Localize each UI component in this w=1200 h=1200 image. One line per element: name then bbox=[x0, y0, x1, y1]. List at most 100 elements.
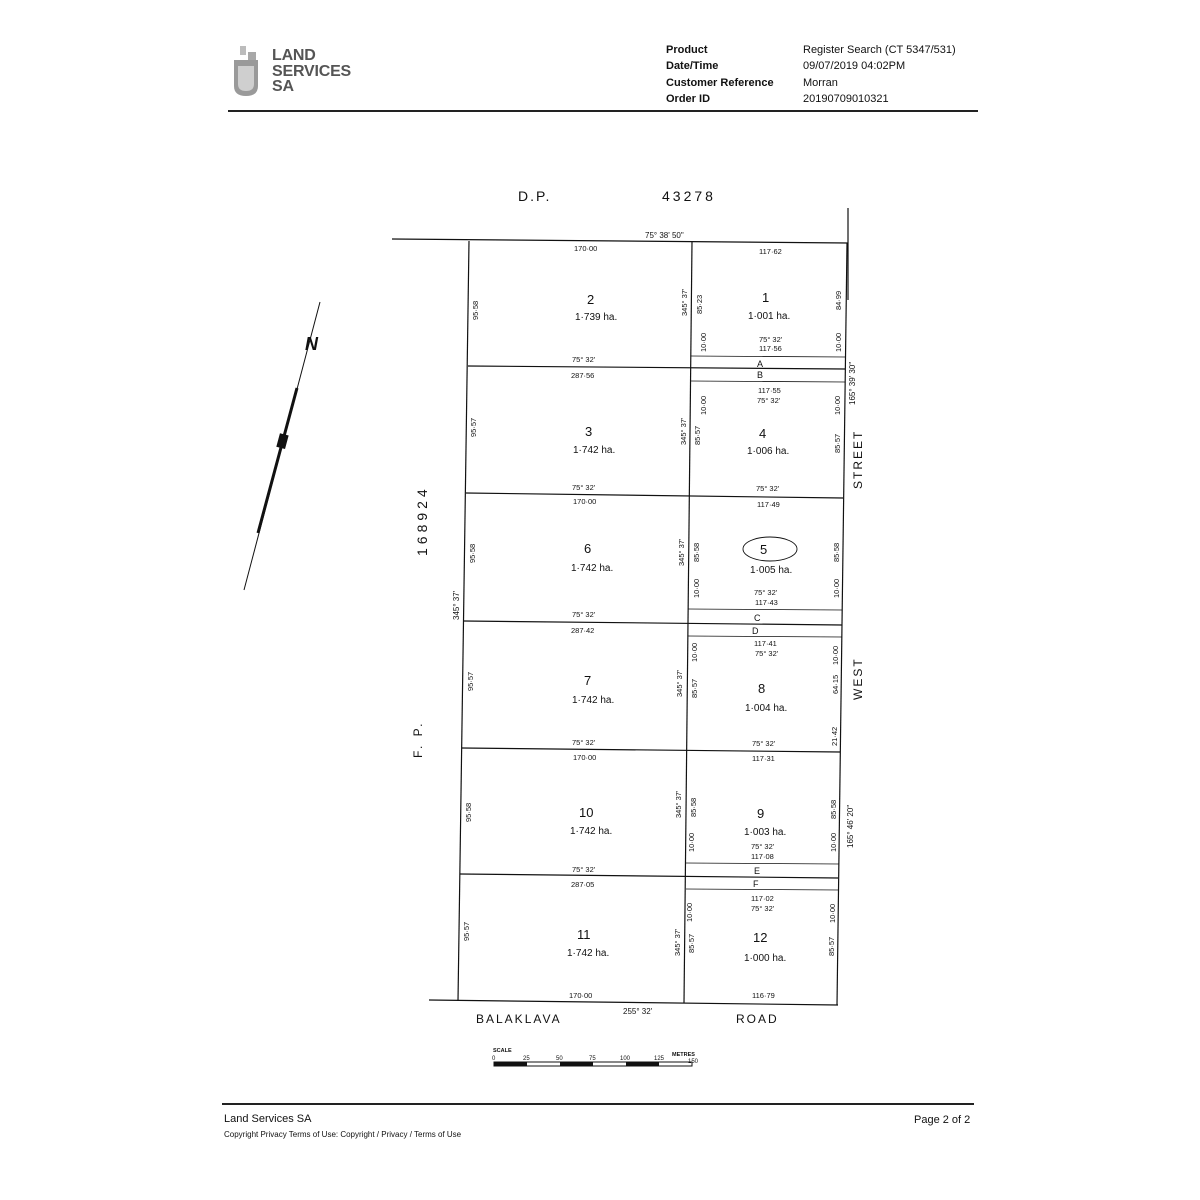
allotment-area: 1·001 ha. bbox=[748, 311, 790, 322]
easement-width: 10·00 bbox=[833, 396, 842, 415]
allotment-area: 1·000 ha. bbox=[744, 953, 786, 964]
meta-row-customer-reference: Customer Reference Morran bbox=[666, 75, 956, 91]
street-bearing-top: 165° 39' 30" bbox=[848, 362, 857, 405]
bearing-label: 345° 37' bbox=[680, 288, 689, 316]
meta-value: Register Search (CT 5347/531) bbox=[803, 44, 956, 56]
scale-tick: 100 bbox=[620, 1056, 631, 1062]
west-bearing: 345° 37' bbox=[452, 590, 461, 620]
dim-label: 117·56 bbox=[759, 344, 782, 353]
dim-label: 287·42 bbox=[571, 626, 594, 635]
bearing-label: 75° 32' bbox=[756, 484, 780, 493]
bearing-label: 75° 32' bbox=[572, 865, 596, 874]
bearing-label: 75° 32' bbox=[572, 610, 596, 619]
dim-label: 117·55 bbox=[758, 386, 781, 395]
dim-label: 85·23 bbox=[695, 295, 704, 314]
easement-width: 10·00 bbox=[692, 579, 701, 598]
dim-label: 85·58 bbox=[689, 798, 698, 817]
meta-value: Morran bbox=[803, 76, 838, 89]
easement-width: 10·00 bbox=[699, 396, 708, 415]
north-arrow-icon: N bbox=[243, 301, 321, 591]
easement-letter: F bbox=[753, 879, 759, 889]
footer-rule bbox=[222, 1103, 974, 1105]
dim-label: 287·05 bbox=[571, 880, 594, 889]
dp-label: D.P. bbox=[518, 188, 551, 204]
easement-width: 10·00 bbox=[834, 333, 843, 352]
allotment-number: 11 bbox=[577, 927, 591, 942]
order-details: Product Register Search (CT 5347/531) Da… bbox=[666, 42, 956, 107]
dim-label: 85·58 bbox=[692, 543, 701, 562]
logo-text: LAND SERVICES SA bbox=[272, 48, 351, 95]
dim-label: 117·31 bbox=[752, 754, 775, 763]
easement-width: 10·00 bbox=[687, 833, 696, 852]
dim-label: 21·42 bbox=[830, 727, 839, 746]
easement-width: 10·00 bbox=[828, 904, 837, 923]
meta-label: Product bbox=[666, 44, 708, 56]
logo-line: LAND bbox=[272, 47, 316, 64]
easement-strips bbox=[685, 355, 846, 891]
boundary-lines bbox=[391, 208, 849, 1006]
horizontal-dimensions: 170·00 117·62 75° 32' 287·56 75° 32' 170… bbox=[569, 244, 783, 1000]
vertical-dimensions: 95·58 95·57 95·58 95·57 95·58 95·57 345°… bbox=[462, 288, 843, 956]
page-indicator: Page 2 of 2 bbox=[914, 1114, 971, 1126]
dim-label: 117·08 bbox=[751, 852, 774, 861]
easement-letter: D bbox=[752, 626, 759, 636]
meta-row-product: Product Register Search (CT 5347/531) bbox=[666, 42, 956, 58]
meta-label: Customer Reference bbox=[666, 76, 774, 89]
bearing-label: 75° 32' bbox=[755, 649, 779, 658]
land-services-logo: LAND SERVICES SA bbox=[232, 44, 372, 100]
easement-letter: E bbox=[754, 866, 760, 876]
dim-label: 85·57 bbox=[687, 934, 696, 953]
road-bearing: 255° 32' bbox=[623, 1007, 653, 1016]
footer-legal-links[interactable]: Copyright Privacy Terms of Use: Copyrigh… bbox=[224, 1130, 462, 1139]
dim-label: 287·56 bbox=[571, 371, 594, 380]
dim-label: 95·58 bbox=[468, 544, 477, 563]
bearing-label: 75° 32' bbox=[752, 739, 776, 748]
dim-label: 95·57 bbox=[466, 672, 475, 691]
bearing-label: 75° 32' bbox=[572, 355, 596, 364]
easement-width: 10·00 bbox=[829, 833, 838, 852]
dim-label: 170·00 bbox=[574, 244, 597, 253]
dim-label: 85·57 bbox=[827, 937, 836, 956]
bearing-label: 345° 37' bbox=[677, 538, 686, 566]
bearing-label: 75° 32' bbox=[754, 588, 778, 597]
dim-label: 85·57 bbox=[693, 426, 702, 445]
dim-label: 95·57 bbox=[469, 418, 478, 437]
allotment-labels: 2 1·739 ha. 1 1·001 ha. 3 1·742 ha. 4 1·… bbox=[567, 290, 798, 964]
scale-tick: 150 bbox=[688, 1059, 699, 1065]
bearing-label: 345° 37' bbox=[675, 669, 684, 697]
fp-label: F. P. bbox=[411, 721, 425, 758]
logo-line: SA bbox=[272, 78, 294, 95]
allotment-number: 2 bbox=[587, 292, 594, 307]
dim-label: 95·58 bbox=[464, 803, 473, 822]
street-label: STREET bbox=[851, 430, 865, 489]
meta-row-datetime: Date/Time 09/07/2019 04:02PM bbox=[666, 58, 956, 74]
meta-value: 09/07/2019 04:02PM bbox=[803, 60, 906, 73]
header-rule bbox=[228, 110, 978, 112]
scale-tick: 50 bbox=[556, 1056, 563, 1062]
dim-label: 95·57 bbox=[462, 922, 471, 941]
meta-row-order-id: Order ID 20190709010321 bbox=[666, 91, 956, 107]
meta-value: 20190709010321 bbox=[803, 92, 889, 105]
dim-label: 95·58 bbox=[471, 301, 480, 320]
scale-tick: 75 bbox=[589, 1056, 596, 1062]
allotment-area: 1·742 ha. bbox=[567, 948, 609, 959]
bearing-label: 75° 32' bbox=[751, 904, 775, 913]
allotment-area: 1·742 ha. bbox=[572, 695, 614, 706]
scale-unit: METRES bbox=[672, 1052, 695, 1058]
dp-number: 43278 bbox=[662, 188, 716, 204]
allotment-number: 7 bbox=[584, 673, 591, 688]
bearing-label: 345° 37' bbox=[673, 928, 682, 956]
allotment-number: 4 bbox=[759, 426, 766, 441]
bearing-label: 75° 32' bbox=[572, 483, 596, 492]
allotment-area: 1·742 ha. bbox=[570, 826, 612, 837]
scale-tick: 125 bbox=[654, 1056, 665, 1062]
dim-label: 117·02 bbox=[751, 894, 774, 903]
dim-label: 117·49 bbox=[757, 500, 780, 509]
bearing-label: 75° 32' bbox=[572, 738, 596, 747]
allotment-area: 1·003 ha. bbox=[744, 827, 786, 838]
allotment-number: 1 bbox=[762, 290, 769, 305]
allotment-number: 3 bbox=[585, 424, 592, 439]
footer-organisation: Land Services SA bbox=[224, 1113, 312, 1125]
meta-label: Order ID bbox=[666, 92, 711, 105]
